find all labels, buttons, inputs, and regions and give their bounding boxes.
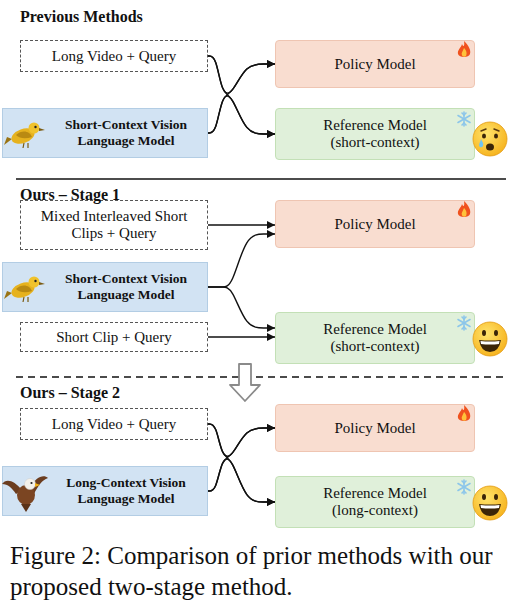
node-text: Short-Context Vision Language Model	[49, 117, 203, 149]
arrow-connector	[208, 234, 275, 287]
sad-face-emoji-part	[494, 129, 499, 131]
section-heading: Previous Methods	[20, 8, 143, 26]
down-arrow-part	[230, 364, 260, 401]
arrow-connector	[208, 96, 275, 134]
happy-face-emoji-part	[482, 330, 486, 336]
arrow-connector	[208, 287, 275, 328]
sad-face-emoji-part	[486, 144, 494, 151]
node-text: Policy Model	[334, 56, 415, 73]
happy-face-emoji-part	[494, 330, 498, 336]
model-box: Long-Context Vision Language Model	[2, 466, 208, 516]
sad-face-emoji-part	[479, 139, 483, 147]
snowflake-icon-part	[458, 480, 470, 494]
input-box: Mixed Interleaved Short Clips + Query	[20, 200, 208, 250]
bird-icon	[4, 123, 45, 149]
node-text: Long-Context Vision Language Model	[49, 475, 203, 507]
node-text: Policy Model	[334, 216, 415, 233]
reference-model-box: Reference Model(long-context)	[275, 476, 475, 528]
flame-icon	[458, 201, 470, 217]
section-heading: Ours – Stage 1	[20, 186, 120, 204]
node-text: Reference Model	[323, 321, 427, 338]
happy-face-emoji	[473, 322, 507, 356]
arrow-connector	[208, 56, 275, 134]
happy-face-emoji-part	[473, 322, 507, 356]
sad-face-emoji-part	[494, 133, 498, 138]
separator-line-part	[16, 178, 506, 180]
model-box: Short-Context Vision Language Model	[2, 108, 208, 158]
node-text: (long-context)	[332, 502, 418, 519]
arrow-connector	[208, 428, 275, 491]
snowflake-icon-part	[458, 316, 470, 330]
happy-face-emoji-part	[494, 494, 498, 500]
input-box: Long Video + Query	[20, 40, 208, 72]
snowflake-icon	[458, 316, 470, 330]
arrow-connector	[208, 224, 275, 225]
happy-face-emoji-part	[473, 486, 507, 520]
happy-face-emoji-part	[481, 505, 500, 509]
dashed-separator-part	[16, 376, 506, 378]
eagle-icon	[2, 476, 48, 512]
input-box: Long Video + Query	[20, 408, 208, 440]
happy-face-emoji-part	[481, 341, 500, 345]
flame-icon	[458, 405, 470, 421]
happy-face-emoji-part	[482, 494, 486, 500]
node-text: (short-context)	[330, 338, 419, 355]
sad-face-emoji-part	[473, 122, 507, 156]
snowflake-icon	[458, 112, 470, 126]
snowflake-icon	[458, 480, 470, 494]
dashed-separator	[16, 377, 506, 378]
reference-model-box: Reference Model(short-context)	[275, 312, 475, 364]
bird-icon-part	[4, 277, 45, 303]
snowflake-icon-part	[458, 112, 470, 126]
input-box: Short Clip + Query	[20, 322, 208, 352]
bird-icon	[4, 277, 45, 303]
flame-icon	[458, 41, 470, 57]
figure-caption: Figure 2: Comparison of prior methods wi…	[10, 540, 506, 602]
node-text: Short Clip + Query	[56, 329, 172, 346]
eagle-icon-part	[2, 476, 48, 512]
node-text: Short-Context Vision Language Model	[49, 271, 203, 303]
sad-face-emoji-part	[482, 133, 486, 138]
separator-line	[16, 179, 506, 180]
arrow-connector	[208, 459, 275, 502]
node-text: Mixed Interleaved Short Clips + Query	[27, 208, 201, 242]
policy-model-box: Policy Model	[275, 40, 475, 88]
sad-face-emoji-part	[481, 129, 486, 131]
node-text: Reference Model	[323, 117, 427, 134]
sad-face-emoji	[473, 122, 507, 156]
policy-model-box: Policy Model	[275, 404, 475, 452]
flame-icon-part	[458, 201, 470, 217]
reference-model-box: Reference Model(short-context)	[275, 108, 475, 160]
arrow-connector	[208, 64, 275, 133]
model-box: Short-Context Vision Language Model	[2, 262, 208, 312]
node-text: (short-context)	[330, 134, 419, 151]
policy-model-box: Policy Model	[275, 200, 475, 248]
node-text: Policy Model	[334, 420, 415, 437]
node-text: Long Video + Query	[52, 48, 176, 65]
flame-icon-part	[458, 41, 470, 57]
section-heading: Ours – Stage 2	[20, 384, 120, 402]
node-text: Reference Model	[323, 485, 427, 502]
bird-icon-part	[4, 123, 45, 149]
happy-face-emoji-part	[479, 504, 501, 516]
arrow-connector	[208, 336, 275, 337]
flame-icon-part	[458, 405, 470, 421]
happy-face-emoji	[473, 486, 507, 520]
down-arrow	[230, 364, 260, 401]
happy-face-emoji-part	[479, 340, 501, 352]
node-text: Long Video + Query	[52, 416, 176, 433]
arrow-connector	[208, 424, 275, 502]
